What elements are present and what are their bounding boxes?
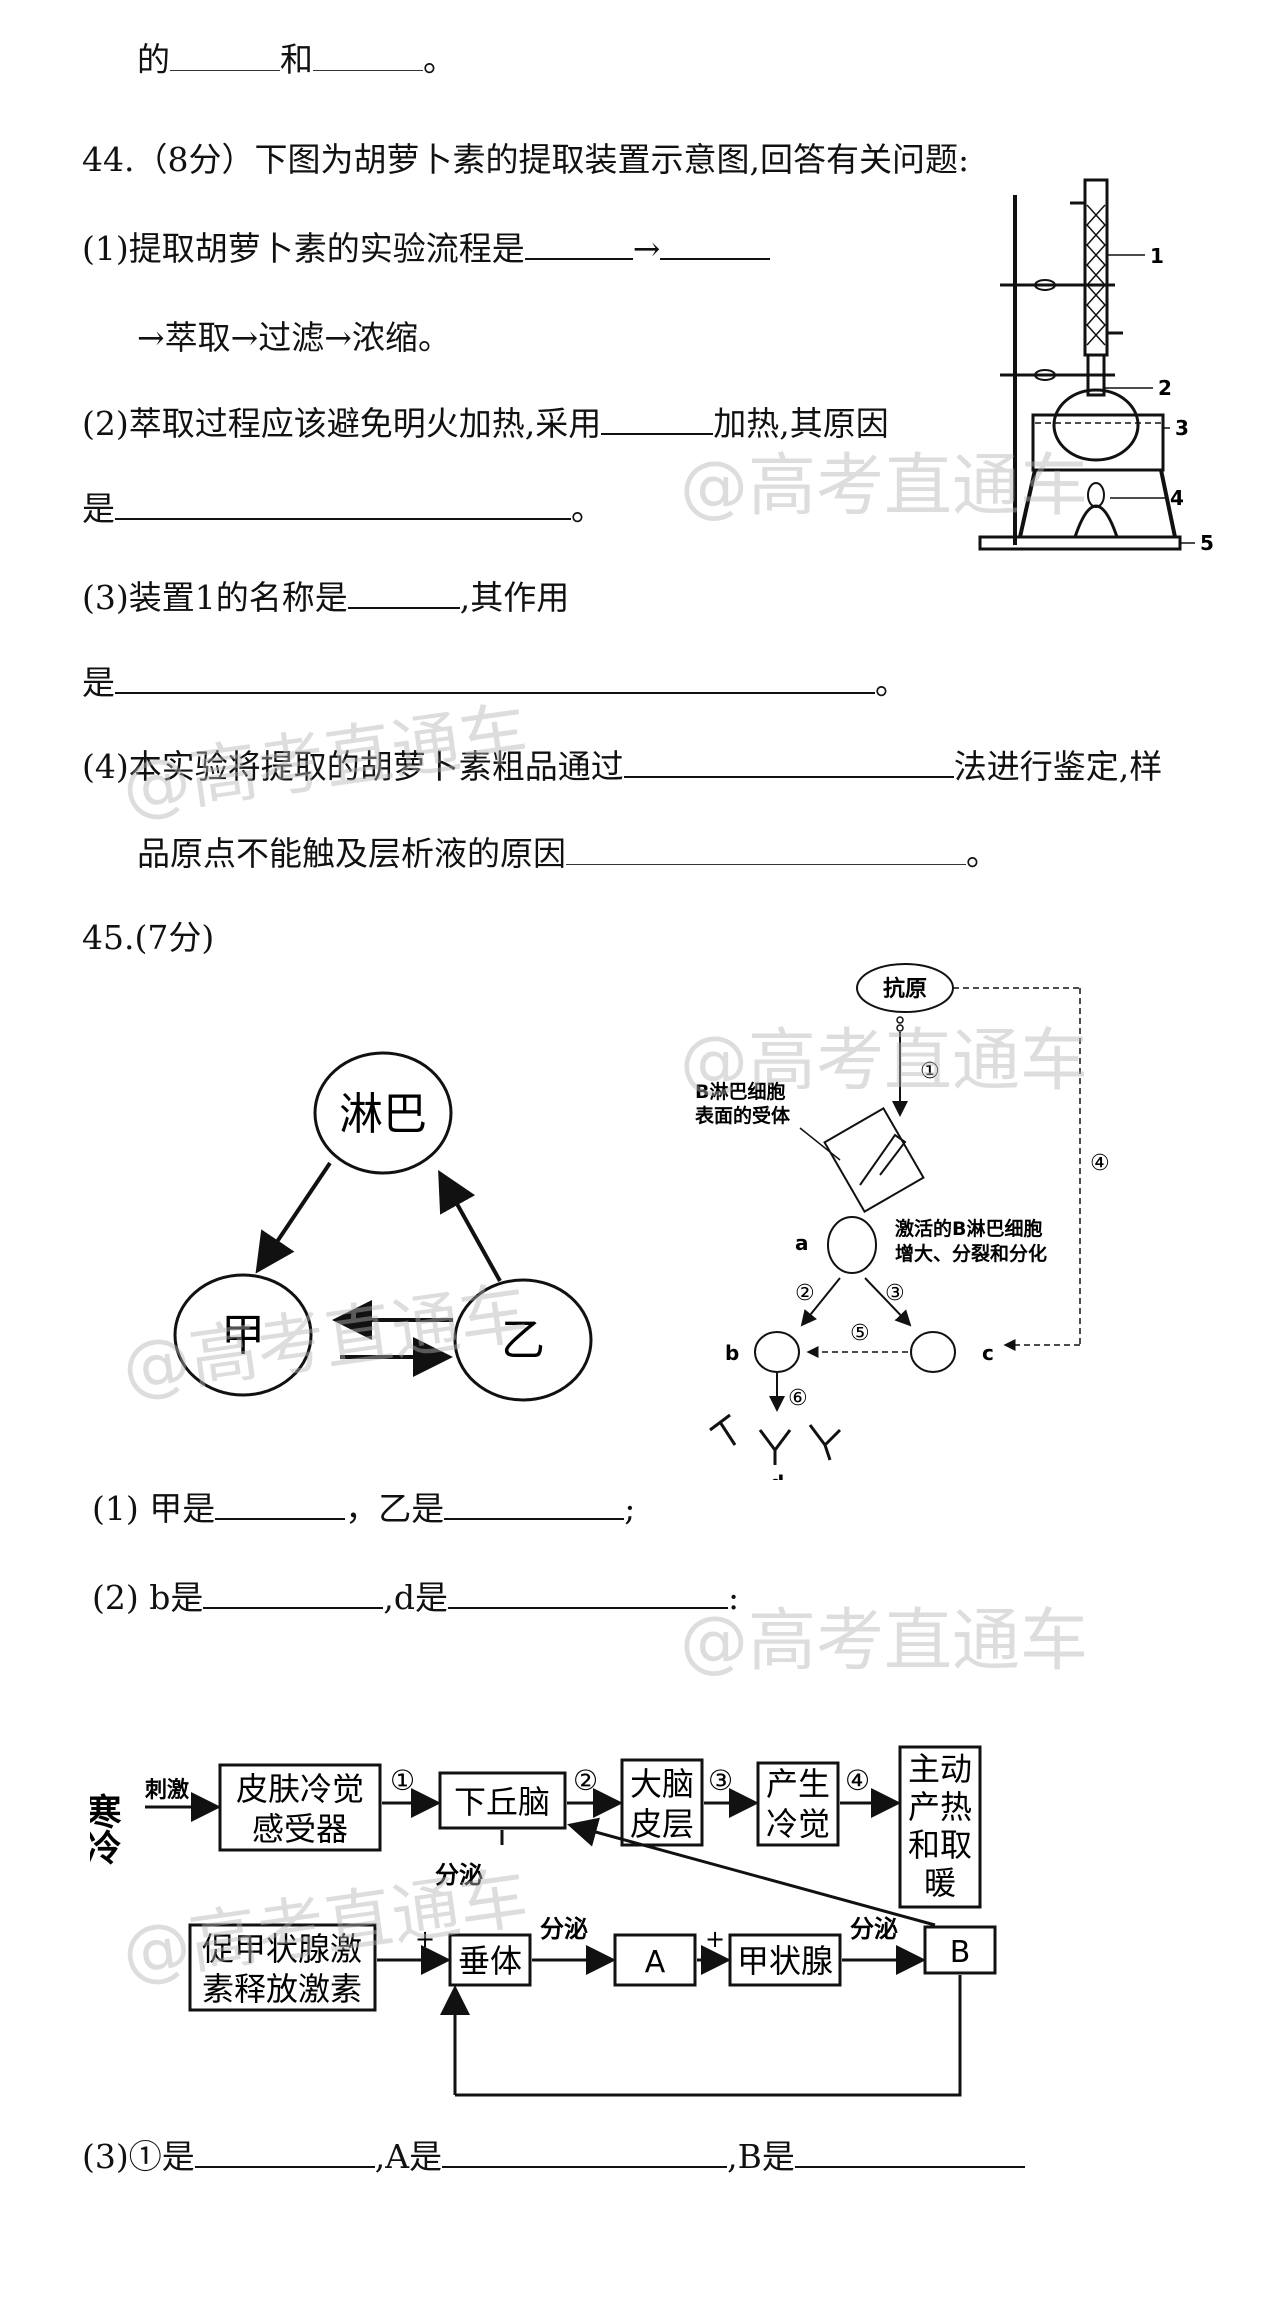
plus-2: + <box>705 1925 725 1953</box>
receptor-label-2: 表面的受体 <box>695 1104 791 1127</box>
answer-blank[interactable] <box>442 2136 728 2168</box>
feel-cold-box-2: 冷觉 <box>766 1805 830 1843</box>
cell-a-label: a <box>795 1231 809 1255</box>
cold-label: 寒冷 <box>90 1793 122 1865</box>
trh-box-2: 素释放激素 <box>202 1970 362 2008</box>
cortex-box-2: 皮层 <box>630 1805 694 1843</box>
hormone-b-box: B <box>950 1935 971 1970</box>
q45-header: 45.(7分) <box>82 918 215 957</box>
answer-blank[interactable] <box>601 403 714 435</box>
step-2: ② <box>795 1281 815 1306</box>
flow-step-3: ③ <box>708 1764 733 1797</box>
plus-1: + <box>415 1925 435 1953</box>
q44-part4: (4)本实验将提取的胡萝卜素粗品通过法进行鉴定,样 <box>82 746 1163 786</box>
thyroid-box: 甲状腺 <box>737 1942 833 1980</box>
q44-part3-cont: 是。 <box>82 662 908 702</box>
action-box-4: 暖 <box>924 1864 956 1902</box>
extraction-apparatus-diagram: 1 2 3 4 5 <box>978 178 1214 555</box>
q44-header: 44.（8分）下图为胡萝卜素的提取装置示意图,回答有关问题: <box>82 140 970 179</box>
activated-label-2: 增大、分裂和分化 <box>895 1242 1047 1265</box>
antigen-label: 抗原 <box>883 976 927 1002</box>
action-box-3: 和取 <box>908 1826 972 1864</box>
step-6: ⑥ <box>788 1386 808 1411</box>
answer-blank[interactable] <box>447 1577 728 1609</box>
cortex-box: 大脑 <box>630 1765 694 1803</box>
trh-box: 促甲状腺激 <box>202 1930 362 1968</box>
flow-step-4: ④ <box>845 1764 870 1797</box>
q44-part2: (2)萃取过程应该避免明火加热,采用加热,其原因 <box>82 403 889 443</box>
answer-blank[interactable] <box>566 834 966 865</box>
step-5: ⑤ <box>850 1321 870 1346</box>
body-fluid-triangle-diagram: 淋巴 甲 乙 <box>173 1051 593 1402</box>
action-box: 主动 <box>908 1750 972 1788</box>
activated-label: 激活的B淋巴细胞 <box>895 1217 1042 1240</box>
q43-tail: 的和。 <box>137 40 456 79</box>
cell-d-label: d <box>770 1471 784 1480</box>
yi-label: 乙 <box>501 1315 545 1366</box>
q44-part2-cont: 是。 <box>82 488 604 528</box>
cell-c-label: c <box>982 1341 994 1365</box>
label-1: 1 <box>1150 244 1164 268</box>
skin-receptor-2: 感受器 <box>252 1810 348 1848</box>
answer-blank[interactable] <box>194 2136 375 2168</box>
step-4: ④ <box>1090 1151 1110 1176</box>
q44-part1-cont: →萃取→过滤→浓缩。 <box>137 318 451 357</box>
q45-part3: (3)①是,A是,B是 <box>82 2136 1025 2177</box>
answer-blank[interactable] <box>347 577 460 609</box>
blank[interactable] <box>313 40 423 71</box>
feel-cold-box: 产生 <box>766 1765 830 1803</box>
q44-part1: (1)提取胡萝卜素的实验流程是→ <box>82 228 771 269</box>
answer-blank[interactable] <box>444 1488 625 1520</box>
label-4: 4 <box>1170 486 1184 510</box>
step-1: ① <box>920 1059 940 1084</box>
b-cell-immune-diagram: 抗原 ① ④ B淋巴细胞 表面的受体 a 激活的B淋巴细胞 增大、分裂和分化 ②… <box>695 963 1110 1480</box>
thermoregulation-flow-diagram: 寒冷 刺激 皮肤冷觉 感受器 ① 下丘脑 ② 大脑 皮层 ③ 产生 冷觉 ④ 主… <box>90 1745 997 2097</box>
answer-blank[interactable] <box>623 746 954 778</box>
step-3: ③ <box>885 1281 905 1306</box>
receptor-label: B淋巴细胞 <box>695 1080 785 1103</box>
stimulus-label: 刺激 <box>145 1777 189 1803</box>
q45-part1: (1) 甲是，乙是; <box>92 1488 636 1528</box>
secrete-label-2: 分泌 <box>540 1915 588 1943</box>
answer-blank[interactable] <box>115 662 875 694</box>
secrete-label-3: 分泌 <box>850 1915 898 1943</box>
label-2: 2 <box>1158 376 1172 400</box>
q44-part4-cont: 品原点不能触及层析液的原因。 <box>137 834 999 873</box>
flow-step-2: ② <box>573 1764 598 1797</box>
answer-blank[interactable] <box>660 228 771 260</box>
answer-blank[interactable] <box>115 488 571 520</box>
secrete-label-1: 分泌 <box>435 1861 483 1889</box>
q45-part2: (2) b是,d是: <box>92 1577 740 1617</box>
blank[interactable] <box>170 40 280 71</box>
hypothalamus-box: 下丘脑 <box>454 1783 550 1821</box>
jia-label: 甲 <box>221 1310 265 1361</box>
answer-blank[interactable] <box>524 228 633 260</box>
cell-b-label: b <box>725 1341 739 1365</box>
answer-blank[interactable] <box>203 1577 384 1609</box>
watermark: @高考直通车 <box>680 1602 1089 1681</box>
hormone-a-box: A <box>645 1945 666 1980</box>
answer-blank[interactable] <box>215 1488 346 1520</box>
answer-blank[interactable] <box>794 2136 1025 2168</box>
lymph-label: 淋巴 <box>339 1089 427 1140</box>
label-5: 5 <box>1200 531 1214 555</box>
flow-step-1: ① <box>390 1764 415 1797</box>
label-3: 3 <box>1175 416 1189 440</box>
q44-part3: (3)装置1的名称是,其作用 <box>82 577 570 617</box>
pituitary-box: 垂体 <box>458 1942 522 1980</box>
skin-receptor: 皮肤冷觉 <box>236 1770 364 1808</box>
action-box-2: 产热 <box>908 1788 972 1826</box>
